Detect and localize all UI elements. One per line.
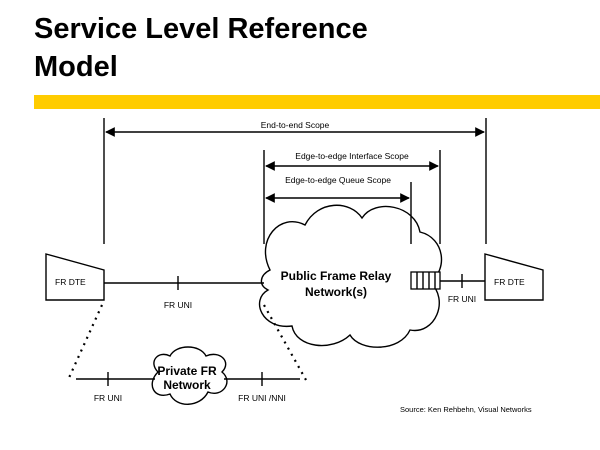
end-to-end-scope-label: End-to-end Scope bbox=[261, 120, 330, 130]
title-line-2: Model bbox=[34, 51, 118, 83]
right-fr-dte bbox=[484, 253, 544, 301]
interface-scope-label: Edge-to-edge Interface Scope bbox=[295, 151, 409, 161]
private-fr-cloud bbox=[151, 346, 228, 405]
left-fr-dte bbox=[45, 253, 105, 301]
private-cloud-label-line-1: Private FR bbox=[157, 364, 217, 378]
public-cloud-label-line-1: Public Frame Relay bbox=[281, 269, 392, 283]
title-accent-bar bbox=[34, 95, 600, 109]
private-left-uni-label: FR UNI bbox=[94, 393, 122, 403]
expansion-line-right bbox=[263, 304, 307, 381]
right-fr-dte-label: FR DTE bbox=[494, 277, 525, 287]
public-frame-relay-cloud bbox=[258, 204, 443, 348]
slide-title: Service Level Reference Model bbox=[34, 10, 574, 86]
private-right-label: FR UNI /NNI bbox=[238, 393, 286, 403]
public-cloud-label-line-2: Network(s) bbox=[305, 285, 367, 299]
expansion-line-left bbox=[66, 304, 104, 381]
left-fr-dte-label: FR DTE bbox=[55, 277, 86, 287]
left-uni-label: FR UNI bbox=[164, 300, 192, 310]
queue-scope-label: Edge-to-edge Queue Scope bbox=[285, 175, 391, 185]
private-cloud-label-line-2: Network bbox=[163, 378, 211, 392]
title-line-1: Service Level Reference bbox=[34, 13, 368, 45]
source-credit: Source: Ken Rehbehn, Visual Networks bbox=[400, 405, 532, 414]
right-uni-label: FR UNI bbox=[448, 294, 476, 304]
